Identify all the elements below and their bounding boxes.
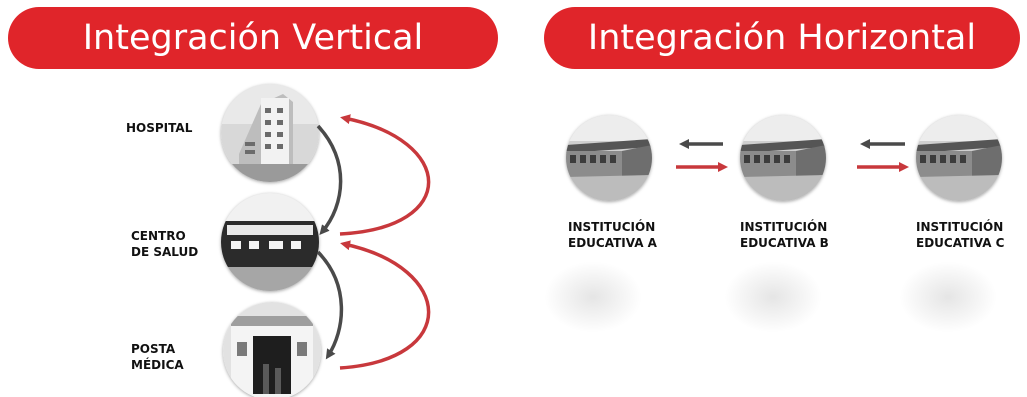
label-institucion-a: INSTITUCIÓN EDUCATIVA A xyxy=(568,220,657,250)
arrow-centro-to-posta xyxy=(316,250,344,360)
vertical-title-text: Integración Vertical xyxy=(82,17,424,58)
horizontal-integration-title: Integración Horizontal xyxy=(544,7,1020,69)
label-hospital: HOSPITAL xyxy=(126,121,193,135)
arrow-posta-to-centro xyxy=(339,240,431,370)
shadow-c xyxy=(900,262,996,332)
shadow-b xyxy=(725,262,821,332)
school-photo-c xyxy=(916,115,1002,201)
label-institucion-b: INSTITUCIÓN EDUCATIVA B xyxy=(740,220,829,250)
medical-post-photo xyxy=(223,302,321,397)
label-centro-de-salud: CENTRO DE SALUD xyxy=(131,229,199,259)
arrow-centro-to-hospital xyxy=(339,114,431,236)
school-photo-b xyxy=(740,115,826,201)
health-center-photo xyxy=(221,193,319,291)
school-photo-a xyxy=(566,115,652,201)
arrow-hospital-to-centro xyxy=(316,124,343,236)
label-institucion-c: INSTITUCIÓN EDUCATIVA C xyxy=(916,220,1005,250)
label-posta-medica: POSTA MÉDICA xyxy=(131,342,184,372)
shadow-a xyxy=(545,262,641,332)
horizontal-title-text: Integración Horizontal xyxy=(587,17,977,58)
vertical-integration-title: Integración Vertical xyxy=(8,7,498,69)
